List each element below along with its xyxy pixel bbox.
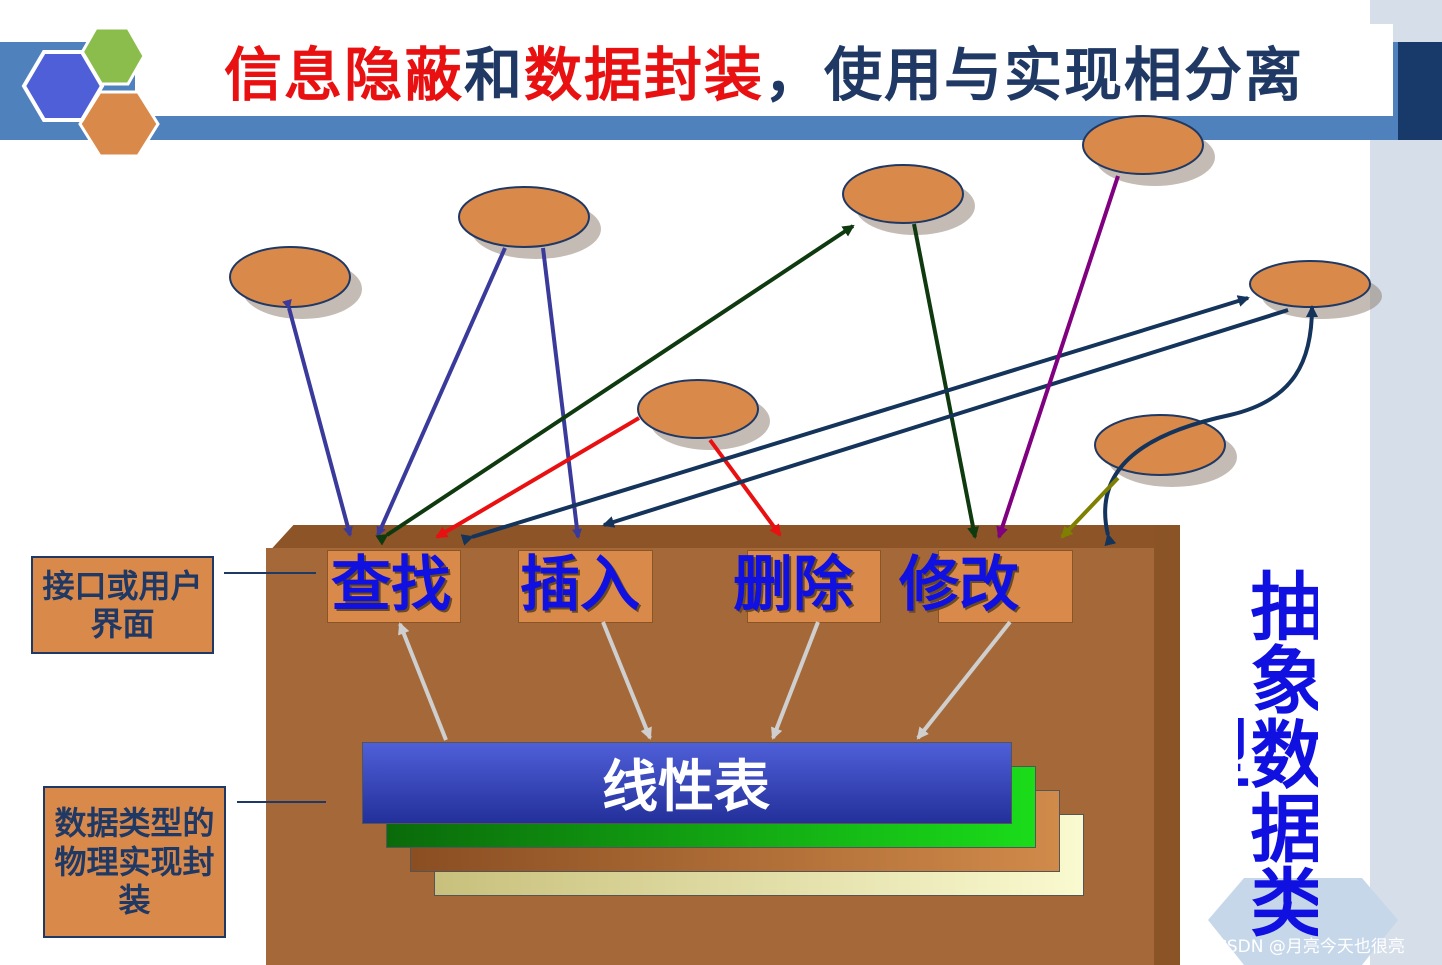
arrow-modify-list: [916, 620, 1012, 740]
side-strip: [1370, 0, 1442, 965]
arrow-ellipse1-search: [282, 298, 353, 537]
client-ellipse-3: [842, 164, 964, 224]
decorative-hexagon-icon: [1208, 878, 1398, 965]
title-part-separation: ，使用与实现相分离: [764, 41, 1305, 109]
adt-box-side: [1154, 525, 1180, 965]
arrow-modify-ellipse5: [1103, 305, 1318, 547]
client-ellipse-6: [637, 379, 759, 439]
op-insert: 插入: [520, 550, 640, 620]
op-bg-insert: [518, 550, 653, 623]
orange-hexagon: [78, 90, 160, 158]
op-bg-search: [327, 550, 461, 623]
client-ellipse-5: [1249, 260, 1371, 308]
layer-linear-list: [362, 742, 1012, 824]
watermark: CSDN @月亮今天也很亮: [1215, 937, 1405, 957]
arrow-ellipse2-insert: [541, 247, 583, 539]
title-part-hiding: 信息隐蔽: [223, 41, 464, 109]
title-part-encapsulation: 数据封装: [524, 41, 765, 109]
client-ellipse-1: [229, 246, 351, 308]
arrow-ellipse7-modify: [1060, 476, 1120, 539]
title-part-and: 和: [463, 41, 524, 109]
adt-vertical-label: 抽象数据类型: [1238, 567, 1318, 938]
title-bar-accent: [1398, 42, 1442, 140]
blue-hexagon: [21, 50, 105, 122]
arrow-search-ellipse3: [375, 224, 855, 546]
arrow-insert-list: [601, 621, 652, 740]
client-ellipse-7: [1094, 414, 1226, 476]
note-physical-implementation: 数据类型的物理实现封装: [43, 786, 226, 938]
arrow-delete-list: [771, 621, 820, 740]
title-panel: [135, 24, 1393, 116]
op-bg-delete: [747, 550, 881, 623]
client-ellipse-4: [1082, 115, 1204, 175]
page-title: 信息隐蔽和数据封装，使用与实现相分离: [135, 24, 1393, 116]
arrow-search-ellipse2: [376, 247, 507, 537]
arrow-ellipse4-modify: [996, 175, 1120, 539]
op-bg-modify: [938, 550, 1073, 623]
op-search: 查找: [331, 550, 451, 620]
note-interface: 接口或用户界面: [31, 556, 214, 654]
hexagon-logo-icon: [21, 26, 160, 158]
op-modify: 修改: [899, 550, 1019, 620]
arrow-ellipse3-modify: [912, 223, 979, 539]
client-ellipse-2: [458, 186, 590, 248]
op-delete: 删除: [733, 550, 853, 620]
linear-list-label: 线性表: [602, 754, 770, 820]
arrow-list-search: [398, 622, 448, 741]
